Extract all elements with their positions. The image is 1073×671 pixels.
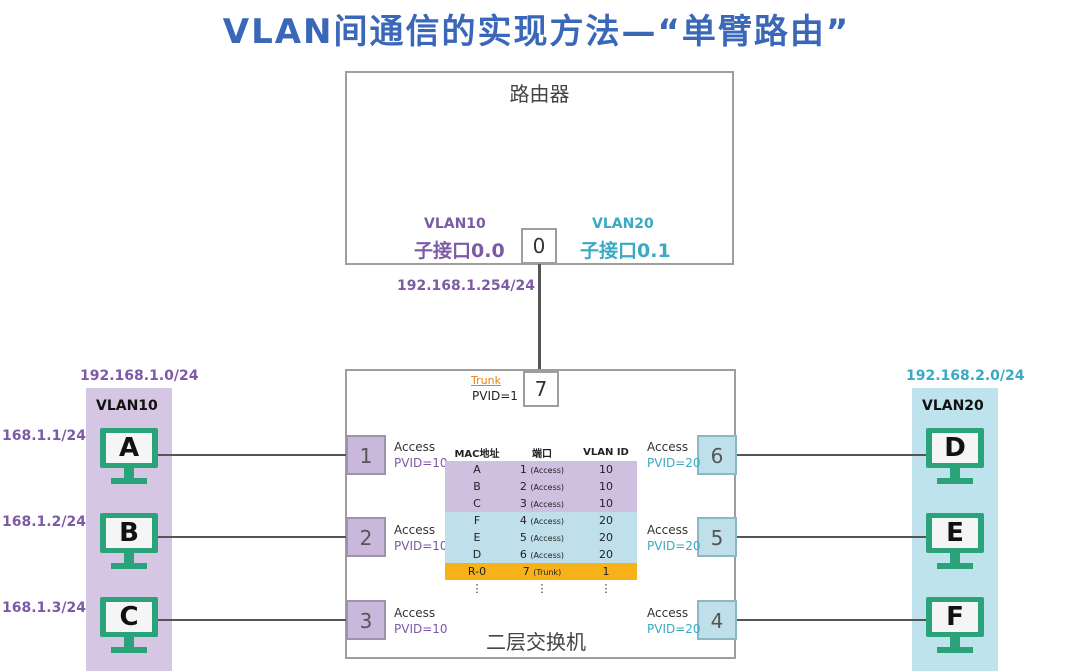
- port-3-mode: Access: [394, 606, 436, 620]
- pc-b: B: [100, 513, 158, 579]
- mac-cell: A: [445, 461, 509, 478]
- link-f-port4: [737, 619, 926, 621]
- mac-cell: F: [445, 512, 509, 529]
- host-a-ip: 168.1.1/24: [2, 428, 86, 444]
- subinterface-0-0: 子接口0.0: [414, 240, 505, 262]
- mac-address-table: MAC地址 端口 VLAN ID A 1 (Access) 10 B 2 (Ac…: [445, 444, 637, 597]
- link-e-port5: [737, 536, 926, 538]
- trunk-pvid: PVID=1: [472, 389, 518, 403]
- vlan-cell: 10: [575, 495, 637, 512]
- port-cell: 4 (Access): [509, 512, 575, 529]
- trunk-link: [538, 264, 541, 370]
- vlan-header: VLAN ID: [583, 447, 629, 458]
- monitor-icon: C: [100, 597, 158, 637]
- vlan-cell: 10: [575, 461, 637, 478]
- switch-port-1: 1: [346, 435, 386, 475]
- pc-a: A: [100, 428, 158, 494]
- vlan-cell: 10: [575, 478, 637, 495]
- monitor-icon: D: [926, 428, 984, 468]
- port-5-pvid: PVID=20: [647, 539, 701, 553]
- pc-f: F: [926, 597, 984, 663]
- mac-cell: D: [445, 546, 509, 563]
- port-cell: 2 (Access): [509, 478, 575, 495]
- monitor-icon: A: [100, 428, 158, 468]
- table-row: B 2 (Access) 10: [445, 478, 637, 495]
- switch-port-2: 2: [346, 517, 386, 557]
- vlan-cell: 20: [575, 512, 637, 529]
- link-d-port6: [737, 454, 926, 456]
- host-b-ip: 168.1.2/24: [2, 514, 86, 530]
- mac-header: MAC地址: [454, 449, 500, 460]
- mac-cell: B: [445, 478, 509, 495]
- right-subnet: 192.168.2.0/24: [906, 368, 1025, 384]
- port-4-pvid: PVID=20: [647, 622, 701, 636]
- switch-port-7: 7: [523, 371, 559, 407]
- port-1-pvid: PVID=10: [394, 456, 448, 470]
- vlan-cell: 1: [575, 563, 637, 580]
- pc-d: D: [926, 428, 984, 494]
- trunk-label: Trunk: [471, 374, 501, 387]
- left-vlan-label: VLAN10: [96, 398, 158, 414]
- pc-e: E: [926, 513, 984, 579]
- switch-port-4: 4: [697, 600, 737, 640]
- port-3-pvid: PVID=10: [394, 622, 448, 636]
- subinterface-0-1: 子接口0.1: [580, 240, 671, 262]
- link-c-port3: [158, 619, 346, 621]
- router-label: 路由器: [509, 82, 570, 106]
- table-row: ⋮ ⋮ ⋮: [445, 580, 637, 597]
- port-cell: 7 (Trunk): [509, 563, 575, 580]
- port-4-mode: Access: [647, 606, 689, 620]
- table-row: C 3 (Access) 10: [445, 495, 637, 512]
- table-row: F 4 (Access) 20: [445, 512, 637, 529]
- router-vlan20-label: VLAN20: [592, 216, 654, 232]
- table-row: R-0 7 (Trunk) 1: [445, 563, 637, 580]
- switch-port-3: 3: [346, 600, 386, 640]
- monitor-icon: B: [100, 513, 158, 553]
- port-cell: 6 (Access): [509, 546, 575, 563]
- port-6-mode: Access: [647, 440, 689, 454]
- ellipsis-cell: ⋮: [445, 580, 509, 597]
- table-row: A 1 (Access) 10: [445, 461, 637, 478]
- vlan-cell: 20: [575, 546, 637, 563]
- host-c-ip: 168.1.3/24: [2, 600, 86, 616]
- router-ip: 192.168.1.254/24: [397, 278, 535, 294]
- port-1-mode: Access: [394, 440, 436, 454]
- port-cell: 3 (Access): [509, 495, 575, 512]
- vlan-cell: 20: [575, 529, 637, 546]
- table-row: E 5 (Access) 20: [445, 529, 637, 546]
- port-2-pvid: PVID=10: [394, 539, 448, 553]
- switch-port-5: 5: [697, 517, 737, 557]
- right-vlan-label: VLAN20: [922, 398, 984, 414]
- pc-c: C: [100, 597, 158, 663]
- table-row: D 6 (Access) 20: [445, 546, 637, 563]
- monitor-icon: F: [926, 597, 984, 637]
- mac-cell: C: [445, 495, 509, 512]
- port-6-pvid: PVID=20: [647, 456, 701, 470]
- link-b-port2: [158, 536, 346, 538]
- switch-label: 二层交换机: [486, 630, 586, 654]
- link-a-port1: [158, 454, 346, 456]
- switch-port-6: 6: [697, 435, 737, 475]
- left-subnet: 192.168.1.0/24: [80, 368, 199, 384]
- mac-cell: E: [445, 529, 509, 546]
- port-5-mode: Access: [647, 523, 689, 537]
- port-header: 端口: [532, 449, 552, 460]
- ellipsis-cell: ⋮: [509, 580, 575, 597]
- port-cell: 1 (Access): [509, 461, 575, 478]
- mac-cell: R-0: [445, 563, 509, 580]
- page-title: VLAN间通信的实现方法—“单臂路由”: [222, 12, 851, 52]
- router-port-0: 0: [521, 228, 557, 264]
- monitor-icon: E: [926, 513, 984, 553]
- port-2-mode: Access: [394, 523, 436, 537]
- ellipsis-cell: ⋮: [575, 580, 637, 597]
- router-vlan10-label: VLAN10: [424, 216, 486, 232]
- port-cell: 5 (Access): [509, 529, 575, 546]
